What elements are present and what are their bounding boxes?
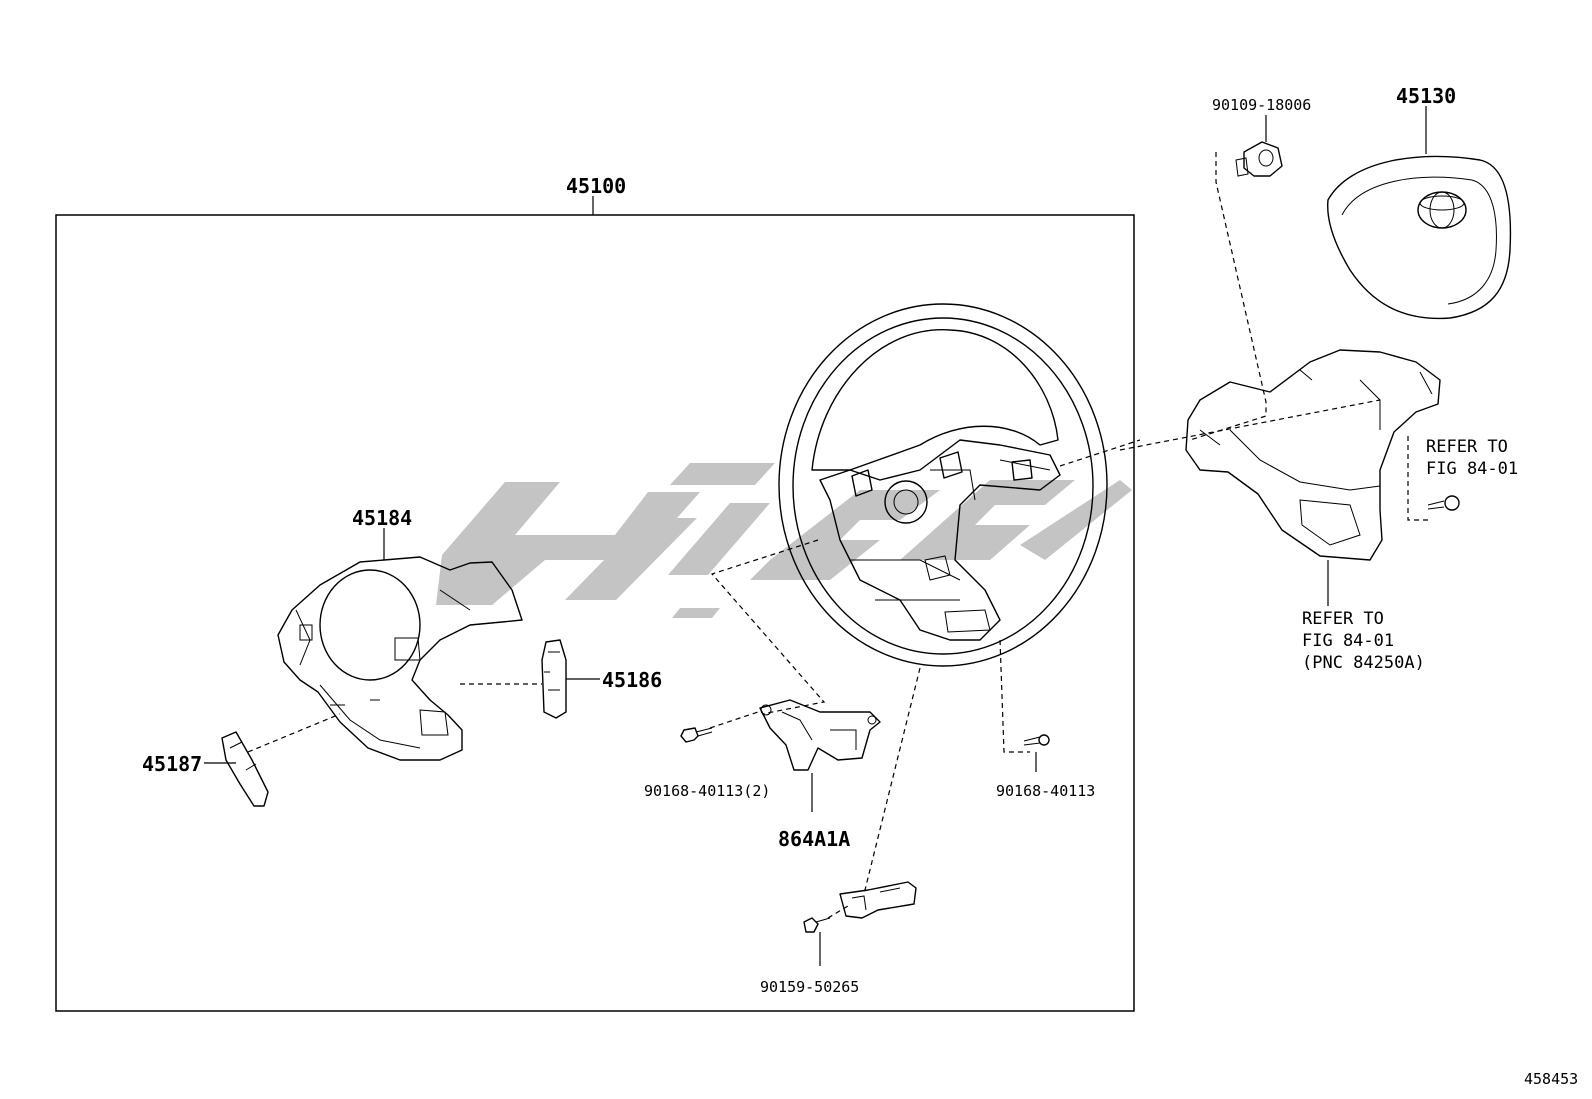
callout-90168-40113: 90168-40113 (996, 782, 1096, 800)
callout-90159-50265: 90159-50265 (760, 978, 860, 996)
plug-90109-18006 (1235, 141, 1283, 177)
steering-wheel (778, 303, 1108, 667)
callout-45100: 45100 (566, 174, 627, 198)
callout-90109-18006: 90109-18006 (1212, 96, 1312, 114)
screw-90168-40113-left (680, 727, 713, 743)
watermark-logo (436, 463, 1132, 618)
rear-cover-45184 (277, 556, 523, 761)
lower-cover-right (1185, 349, 1441, 561)
clip-45187 (221, 731, 269, 807)
dashed-lines (247, 152, 1430, 919)
callout-90168-40113-2: 90168-40113(2) (644, 782, 771, 800)
refer-note-right: REFER TO FIG 84-01 (1426, 437, 1519, 479)
leader-lines (204, 106, 1427, 966)
switch-bracket-864A1A (759, 699, 881, 771)
callout-45187: 45187 (142, 752, 203, 776)
assembly-box (55, 214, 1135, 1012)
airbag-45130 (1327, 155, 1512, 320)
doc-number: 458453 (1524, 1070, 1579, 1088)
clip-45186 (541, 639, 567, 719)
callout-45186: 45186 (602, 668, 663, 692)
screw-90159-50265 (803, 917, 831, 933)
callout-45130: 45130 (1396, 84, 1457, 108)
screw-90168-40113-right (1023, 734, 1050, 746)
callout-864A1A: 864A1A (778, 827, 851, 851)
refer-note-bottom: REFER TO FIG 84-01 (PNC 84250A) (1302, 609, 1425, 673)
wire-connector (839, 881, 917, 919)
callout-45184: 45184 (352, 506, 413, 530)
screw-right (1427, 495, 1460, 511)
